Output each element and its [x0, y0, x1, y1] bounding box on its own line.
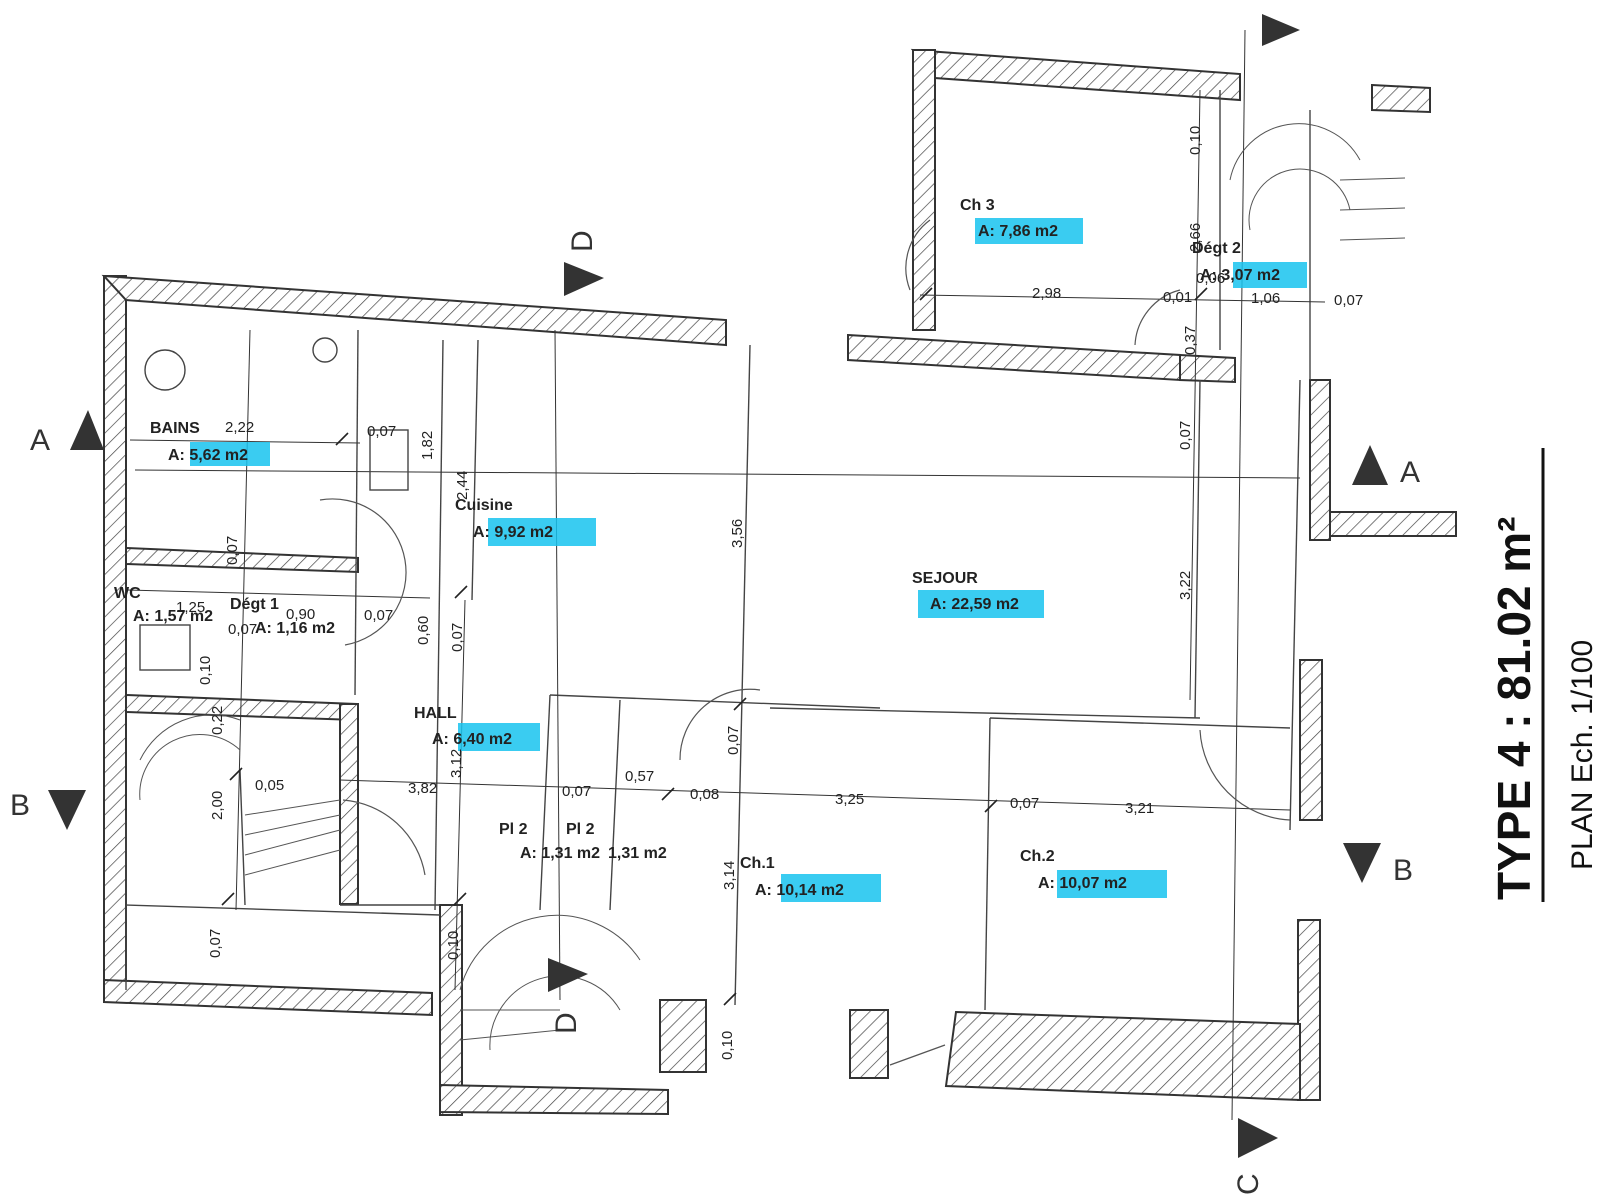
dim-label: 2,44	[454, 471, 471, 500]
room-name-cuisine: Cuisine	[455, 497, 513, 514]
plan-title: TYPE 4 : 81.02 m²	[1488, 517, 1540, 901]
dimension-lines	[125, 29, 1326, 1121]
section-arrow-c-top	[1262, 14, 1300, 46]
room-name-ch2: Ch.2	[1020, 848, 1055, 865]
dim-label: 0,22	[209, 706, 226, 735]
room-name-degt2: Dégt 2	[1192, 240, 1241, 257]
dim-label: 3,12	[448, 749, 465, 778]
room-labels: BAINS A: 5,62 m2 WC A: 1,57 m2 Dégt 1 A:…	[114, 197, 1280, 899]
room-name-wc: WC	[114, 585, 141, 602]
dim-label: 3,82	[408, 780, 437, 797]
section-arrow-b-right	[1343, 843, 1381, 883]
section-label-b-left: B	[10, 789, 30, 822]
dim-label: 0,10	[719, 1031, 736, 1060]
room-name-degt1: Dégt 1	[230, 596, 279, 613]
dim-label: 2,98	[1032, 285, 1061, 302]
section-label-d-top: D	[566, 230, 599, 252]
stairs	[139, 123, 1406, 1051]
room-area-pl2a: A: 1,31 m2	[520, 845, 600, 862]
area-highlights	[190, 218, 1307, 902]
partitions	[125, 90, 1311, 1011]
room-name-pl2a: Pl 2	[499, 821, 528, 838]
walls	[101, 48, 1457, 1116]
section-label-a-right: A	[1400, 456, 1420, 489]
dim-label: 1,25	[176, 599, 205, 616]
fixtures	[139, 337, 409, 671]
dim-label: 3,56	[729, 519, 746, 548]
room-area-ch3: A: 7,86 m2	[978, 223, 1058, 240]
dim-label: 0,90	[286, 606, 315, 623]
section-arrow-d-top	[564, 262, 604, 296]
dim-label: 1,82	[419, 431, 436, 460]
room-area-degt1: A: 1,16 m2	[255, 620, 335, 637]
dim-label: 0,60	[415, 616, 432, 645]
section-label-c: C	[1232, 1173, 1265, 1195]
dim-label: 0,10	[445, 931, 462, 960]
dim-label: 0,57	[625, 768, 654, 785]
title-block: TYPE 4 : 81.02 m² PLAN Ech. 1/100	[1488, 448, 1599, 902]
section-label-a-left: A	[30, 424, 50, 457]
room-name-bains: BAINS	[150, 420, 200, 437]
room-area-degt2: A: 3,07 m2	[1200, 267, 1280, 284]
room-area-cuisine: A: 9,92 m2	[473, 524, 553, 541]
room-area-wc: A: 1,57 m2	[133, 608, 213, 625]
room-area-hall: A: 6,40 m2	[432, 731, 512, 748]
dim-label: 0,10	[1187, 126, 1204, 155]
dim-label: 2,00	[209, 791, 226, 820]
dim-label: 0,06	[1196, 270, 1225, 287]
room-area-pl2b: 1,31 m2	[608, 845, 667, 862]
section-arrow-d-bottom	[548, 958, 588, 992]
dim-label: 0,07	[725, 726, 742, 755]
doors	[319, 219, 1291, 1066]
dim-label: 0,07	[228, 621, 257, 638]
dim-label: 0,07	[364, 607, 393, 624]
section-arrow-a-right	[1352, 445, 1388, 485]
dim-label: 3,14	[721, 861, 738, 890]
dim-label: 3,21	[1125, 800, 1154, 817]
plan-subtitle: PLAN Ech. 1/100	[1566, 640, 1599, 870]
dim-label: 0,08	[690, 786, 719, 803]
room-name-pl2b: Pl 2	[566, 821, 595, 838]
section-markers: A A B B C D D	[10, 14, 1420, 1195]
room-name-ch1: Ch.1	[740, 855, 775, 872]
dim-label: 0,07	[449, 623, 466, 652]
dim-label: 0,37	[1182, 326, 1199, 355]
dimension-labels: 2,22 0,07 1,82 2,44 0,07 1,25 0,90 0,07 …	[176, 126, 1363, 1060]
section-label-d-bottom: D	[550, 1012, 583, 1034]
dim-label: 0,07	[224, 536, 241, 565]
dim-label: 2,22	[225, 419, 254, 436]
room-name-hall: HALL	[414, 705, 457, 722]
dim-label: 0,07	[562, 783, 591, 800]
room-area-ch2: A: 10,07 m2	[1038, 875, 1127, 892]
section-arrow-c	[1238, 1118, 1278, 1158]
dim-label: 1,06	[1251, 290, 1280, 307]
room-area-bains: A: 5,62 m2	[168, 447, 248, 464]
dim-label: 3,25	[835, 791, 864, 808]
section-arrow-b-left	[48, 790, 86, 830]
section-label-b-right: B	[1393, 854, 1413, 887]
dim-label: 0,07	[367, 423, 396, 440]
dim-label: 0,07	[1177, 421, 1194, 450]
dim-label: 0,01	[1163, 289, 1192, 306]
dim-label: 0,05	[255, 777, 284, 794]
dim-label: 0,10	[197, 656, 214, 685]
dim-label: 0,07	[1334, 292, 1363, 309]
dim-label: 3,22	[1177, 571, 1194, 600]
room-area-sejour: A: 22,59 m2	[930, 596, 1019, 613]
room-name-ch3: Ch 3	[960, 197, 995, 214]
dim-label: 2,66	[1187, 223, 1204, 252]
dim-label: 0,07	[207, 929, 224, 958]
room-area-ch1: A: 10,14 m2	[755, 882, 844, 899]
dim-label: 0,07	[1010, 795, 1039, 812]
section-arrow-a-left	[70, 410, 104, 450]
room-name-sejour: SEJOUR	[912, 570, 978, 587]
